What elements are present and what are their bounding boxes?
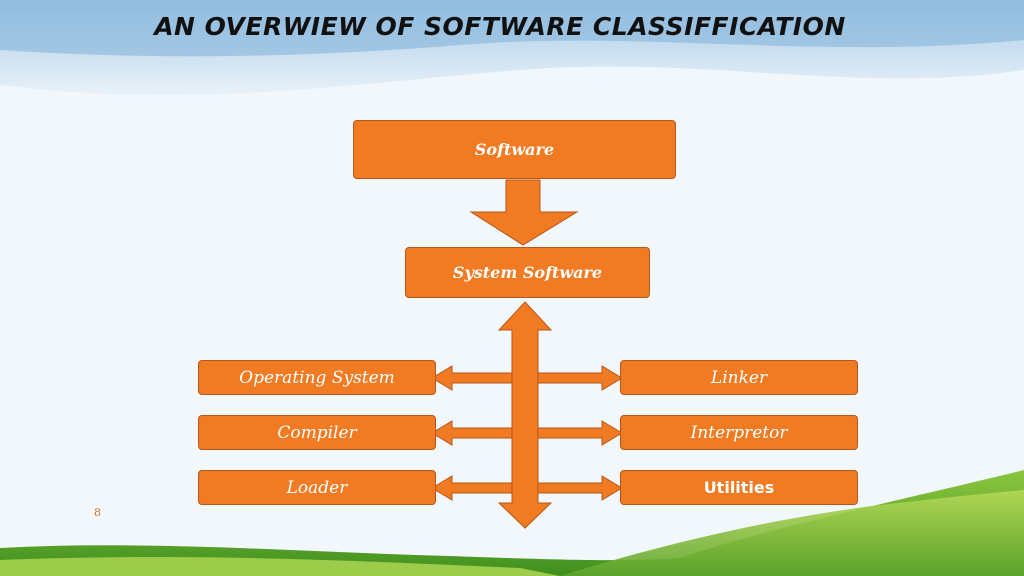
node-linker: Linker [620,360,858,395]
right-arrow-utilities-icon [537,475,623,501]
right-arrow-interpretor-icon [537,420,623,446]
node-utilities: Utilities [620,470,858,505]
node-software: Software [353,120,676,179]
page-number: 8 [94,506,101,519]
node-interpretor: Interpretor [620,415,858,450]
slide-title: AN OVERWIEW OF SOFTWARE CLASSIFFICATION [154,12,846,41]
left-arrow-compiler-icon [431,420,513,446]
left-arrow-operating-system-icon [431,365,513,391]
node-operating-system: Operating System [198,360,436,395]
node-system-software: System Software [405,247,650,298]
node-compiler: Compiler [198,415,436,450]
right-arrow-linker-icon [537,365,623,391]
vertical-double-arrow-icon [497,301,553,529]
node-loader: Loader [198,470,436,505]
down-arrow-icon [469,179,579,246]
left-arrow-loader-icon [431,475,513,501]
